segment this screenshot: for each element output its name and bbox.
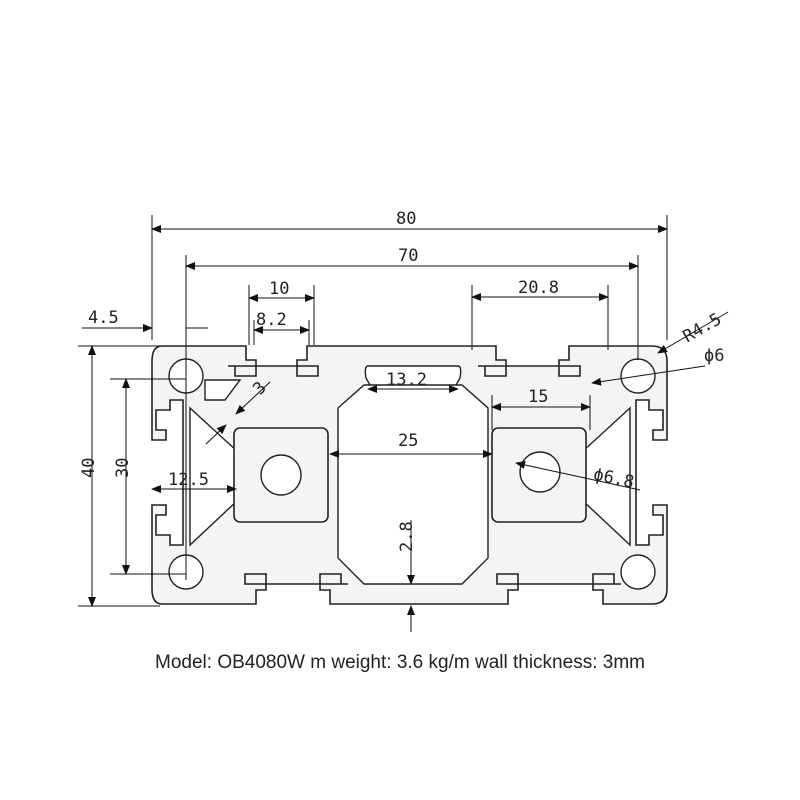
dim-40: 40 <box>79 458 99 478</box>
dim-30: 30 <box>113 458 133 478</box>
dim-80: 80 <box>396 209 416 229</box>
dim-15: 15 <box>528 387 548 407</box>
dimension-lines <box>78 215 729 632</box>
dim-phi6: ϕ6 <box>704 346 724 366</box>
dim-70: 70 <box>398 246 418 266</box>
center-cavity <box>337 384 489 585</box>
dim-r4-5: R4.5 <box>680 309 725 347</box>
bore-right <box>519 451 561 493</box>
product-caption: Model: OB4080W m weight: 3.6 kg/m wall t… <box>155 652 645 673</box>
bore-left <box>260 454 302 496</box>
dim-10: 10 <box>269 279 289 299</box>
dim-4-5: 4.5 <box>88 308 119 328</box>
top-left-pocket <box>204 379 242 401</box>
dim-8-2: 8.2 <box>256 310 287 330</box>
dim-2-8: 2.8 <box>397 521 417 552</box>
hole-bottom-right <box>620 554 656 590</box>
dim-20-8: 20.8 <box>518 278 559 298</box>
dim-13-2: 13.2 <box>386 370 427 390</box>
dim-25: 25 <box>398 431 418 451</box>
dim-12-5: 12.5 <box>168 470 209 490</box>
